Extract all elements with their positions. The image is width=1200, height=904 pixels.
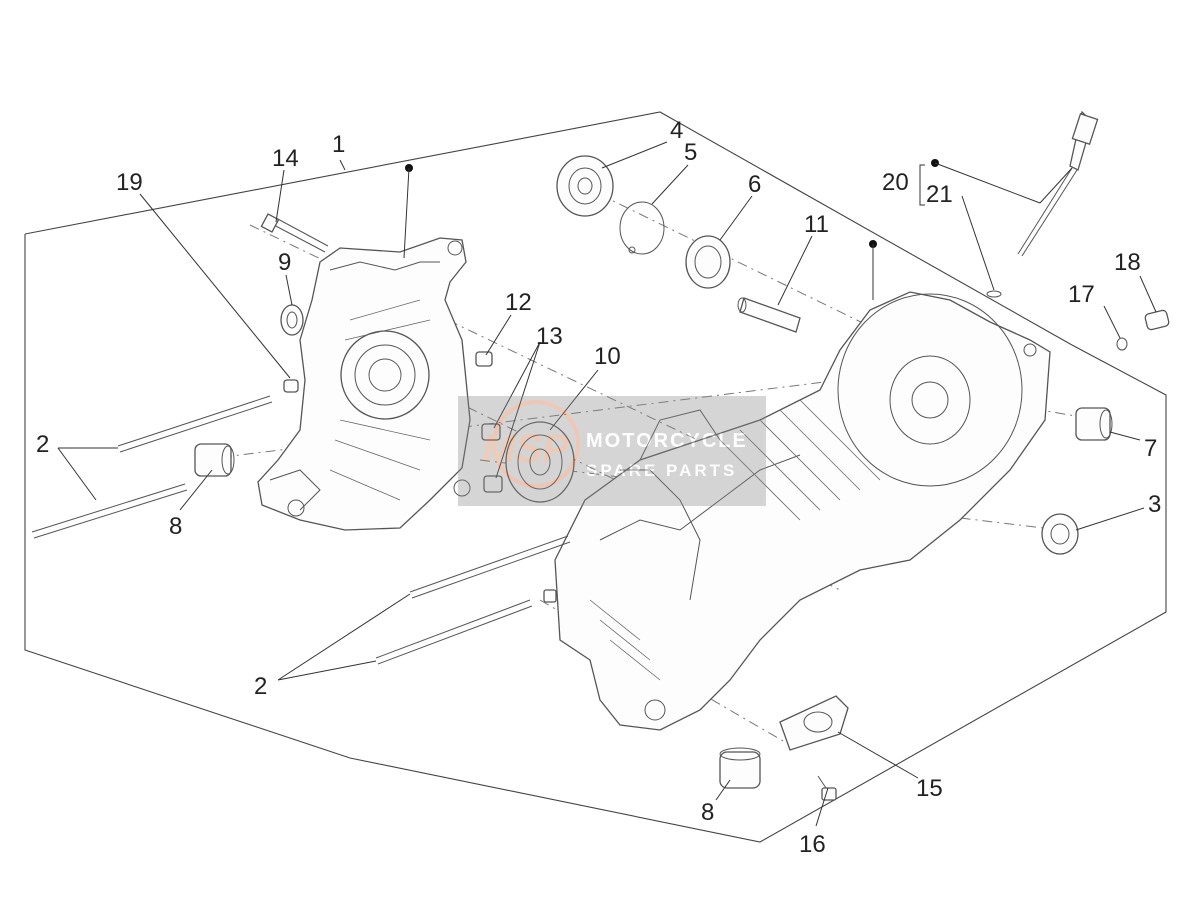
callout-3: 3 bbox=[1148, 491, 1161, 518]
right-crankcase-half bbox=[554, 291, 1051, 731]
callout-12: 12 bbox=[505, 289, 532, 316]
callout-18: 18 bbox=[1114, 249, 1141, 276]
bolt-part-14 bbox=[260, 213, 329, 253]
callout-9: 9 bbox=[278, 249, 291, 276]
callout-1: 1 bbox=[332, 131, 345, 158]
callout-2a: 2 bbox=[36, 431, 49, 458]
callout-5: 5 bbox=[684, 139, 697, 166]
cover-part-15 bbox=[779, 695, 849, 751]
callout-4: 4 bbox=[670, 117, 683, 144]
leader-lines bbox=[57, 141, 1157, 827]
callout-labels: 1 14 19 9 2 8 12 13 10 4 5 6 11 20 21 18… bbox=[36, 117, 1161, 858]
watermark-band bbox=[458, 396, 766, 506]
watermark-line1: MOTORCYCLE bbox=[586, 430, 748, 452]
dowel-part-12 bbox=[475, 351, 493, 367]
callout-8a: 8 bbox=[169, 513, 182, 540]
plug-part-18 bbox=[1144, 309, 1170, 331]
left-crankcase-half bbox=[257, 237, 471, 531]
studs-part-2-left bbox=[31, 395, 273, 539]
callout-19: 19 bbox=[116, 169, 143, 196]
watermark-logo: MSP bbox=[482, 427, 569, 471]
oil-seal-part-9 bbox=[280, 304, 304, 336]
callout-14: 14 bbox=[272, 145, 299, 172]
dowels-part-13 bbox=[481, 423, 503, 493]
bushing-part-8-bottom bbox=[719, 747, 761, 789]
circlip-part-5 bbox=[619, 201, 665, 255]
watermark-globe-icon bbox=[492, 400, 580, 488]
callout-11: 11 bbox=[804, 211, 829, 238]
callout-6: 6 bbox=[748, 171, 761, 198]
callout-20: 20 bbox=[882, 169, 909, 196]
callout-17: 17 bbox=[1068, 281, 1095, 308]
callout-10: 10 bbox=[594, 343, 621, 370]
washer-part-17 bbox=[1116, 337, 1128, 351]
dowel-part-19 bbox=[283, 379, 299, 393]
dipstick-part-20 bbox=[1017, 110, 1099, 257]
callout-13: 13 bbox=[536, 323, 563, 350]
callout-15: 15 bbox=[916, 775, 943, 802]
bearing-part-10 bbox=[505, 421, 575, 503]
callout-21: 21 bbox=[926, 181, 953, 208]
callout-2b: 2 bbox=[254, 673, 267, 700]
assembly-frame bbox=[24, 111, 1167, 843]
shaft-part-11 bbox=[737, 297, 801, 333]
bearing-part-4 bbox=[556, 155, 614, 217]
callout-7: 7 bbox=[1144, 435, 1157, 462]
bushing-part-8-left bbox=[194, 443, 235, 477]
screw-part-16 bbox=[817, 775, 837, 801]
watermark-line2: SPARE PARTS bbox=[586, 461, 737, 480]
bushing-part-7 bbox=[1075, 407, 1113, 441]
oil-seal-part-6 bbox=[685, 235, 731, 289]
watermark: MSP MOTORCYCLE SPARE PARTS bbox=[458, 396, 766, 506]
o-ring-part-21 bbox=[986, 290, 1002, 298]
callout-8b: 8 bbox=[701, 799, 714, 826]
studs-part-2-bottom bbox=[375, 535, 571, 665]
bearing-part-3 bbox=[1041, 513, 1079, 555]
callout-16: 16 bbox=[799, 831, 826, 858]
